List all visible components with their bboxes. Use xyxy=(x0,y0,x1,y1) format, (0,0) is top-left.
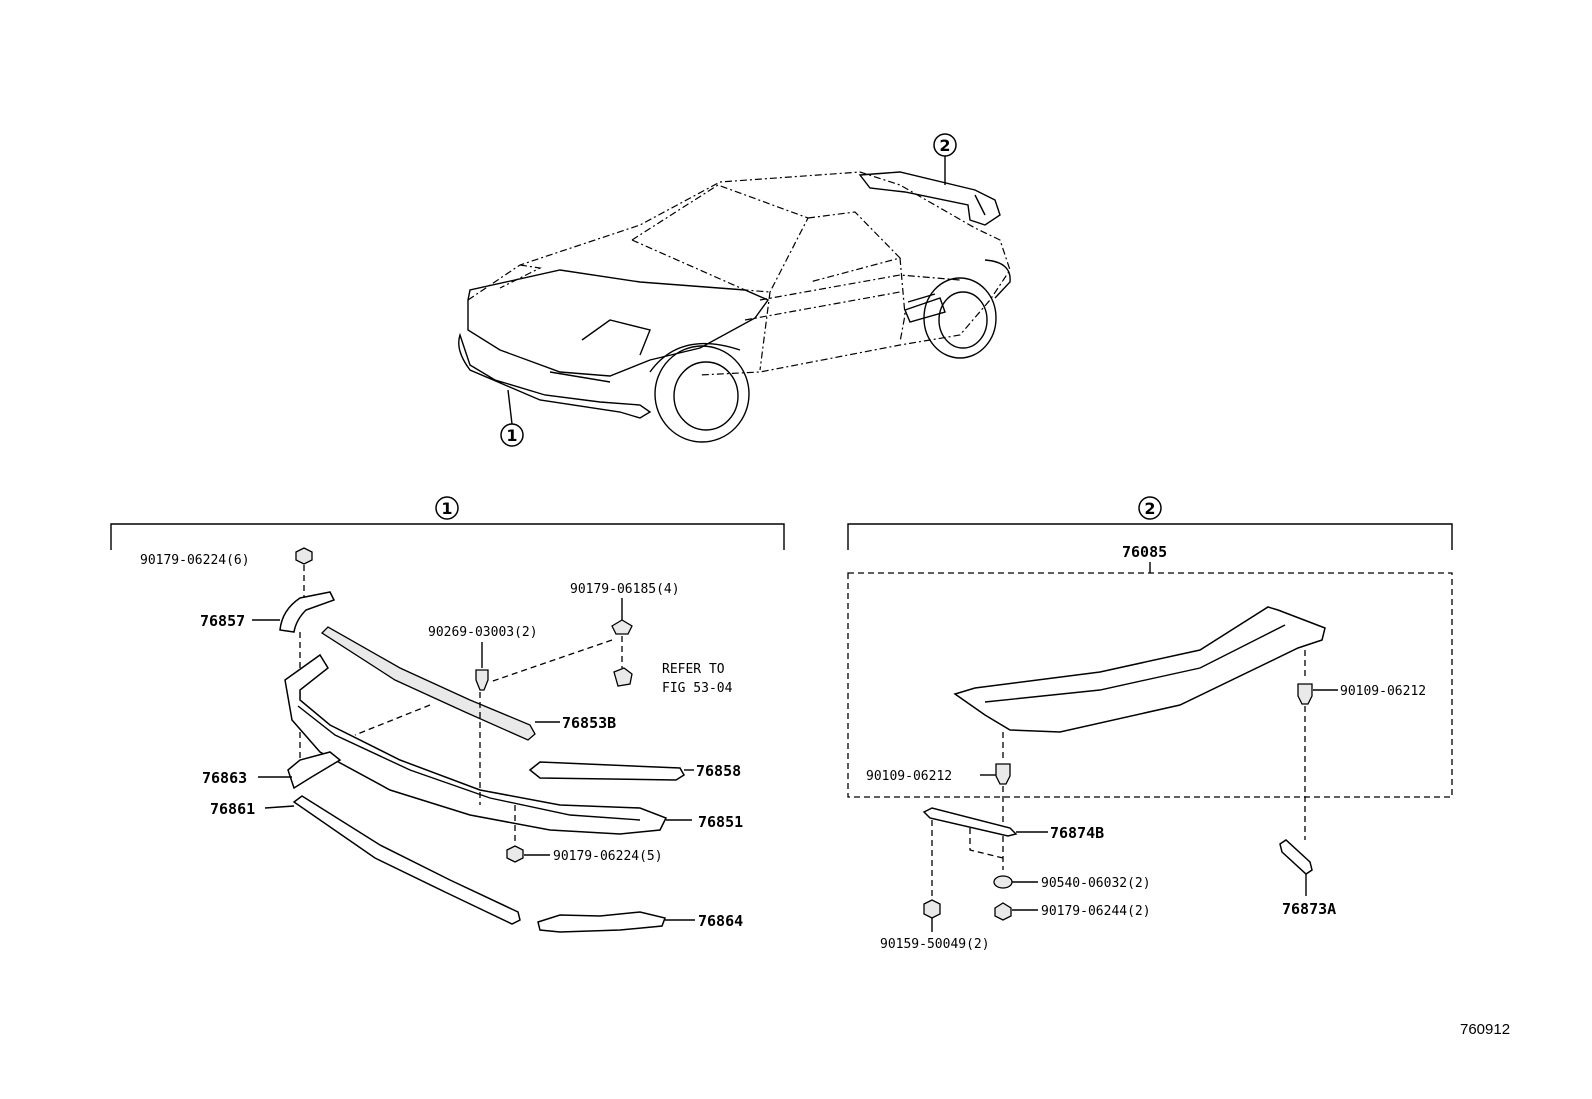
stud-icon xyxy=(995,763,1011,785)
clip-icon xyxy=(611,619,633,635)
part-label-76851: 76851 xyxy=(698,813,743,831)
callout-1-circle xyxy=(500,423,524,447)
part-label-90179-06244-2: 90179-06244(2) xyxy=(1041,904,1151,919)
refer-note-line-1: REFER TO xyxy=(662,662,725,677)
stud-icon xyxy=(1297,683,1313,705)
rear-spoiler-assembly xyxy=(847,562,1453,932)
front-spoiler-assembly xyxy=(252,547,695,933)
group-1-header: 1 xyxy=(110,496,785,550)
part-label-76873A: 76873A xyxy=(1282,900,1336,918)
callout-1-label: 1 xyxy=(506,426,517,445)
callout-2-label: 2 xyxy=(939,136,950,155)
bracket-76863-shape xyxy=(287,751,342,790)
group-2-header: 2 xyxy=(847,496,1453,550)
figure-number: 760912 xyxy=(1460,1021,1510,1038)
nut-icon xyxy=(295,547,313,565)
lower-lip-76861-shape xyxy=(292,795,521,925)
part-label-90269-03003-2: 90269-03003(2) xyxy=(428,625,538,640)
callout-2-circle xyxy=(933,133,957,157)
part-label-76863: 76863 xyxy=(202,769,247,787)
bolt-icon xyxy=(923,899,941,919)
part-label-76861: 76861 xyxy=(210,800,255,818)
bolt-icon xyxy=(475,669,489,691)
part-label-90159-50049-2: 90159-50049(2) xyxy=(880,937,990,952)
part-label-90179-06224-5: 90179-06224(5) xyxy=(553,849,663,864)
part-label-76874B: 76874B xyxy=(1050,824,1104,842)
nut-icon xyxy=(994,902,1012,921)
washer-icon xyxy=(993,875,1013,889)
part-label-76857: 76857 xyxy=(200,612,245,630)
reinforcement-76853B-shape xyxy=(320,626,536,741)
front-labels: 90179-06224(6) 76857 90179-06185(4) 9026… xyxy=(140,553,743,930)
bracket-76873A-shape xyxy=(1279,839,1313,875)
car-overview: 2 1 xyxy=(458,133,1011,447)
nut-icon xyxy=(506,845,524,863)
rear-spoiler-76085-shape xyxy=(953,606,1326,733)
bracket-76857-shape xyxy=(279,591,336,633)
part-label-76085: 76085 xyxy=(1122,543,1167,561)
molding-76864-shape xyxy=(537,911,667,933)
part-label-76853B: 76853B xyxy=(562,714,616,732)
refer-note-line-2: FIG 53-04 xyxy=(662,681,733,696)
part-label-90109-06212-left: 90109-06212 xyxy=(866,769,952,784)
part-label-76858: 76858 xyxy=(696,762,741,780)
molding-76858-shape xyxy=(528,761,686,781)
group-2-number: 2 xyxy=(1144,499,1155,518)
part-label-90540-06032-2: 90540-06032(2) xyxy=(1041,876,1151,891)
part-label-90109-06212-right: 90109-06212 xyxy=(1340,684,1426,699)
group-1-number: 1 xyxy=(441,499,452,518)
part-label-76864: 76864 xyxy=(698,912,743,930)
part-label-90179-06224-6: 90179-06224(6) xyxy=(140,553,250,568)
bracket-76874B-shape xyxy=(922,807,1018,837)
part-label-90179-06185-4: 90179-06185(4) xyxy=(570,582,680,597)
front-spoiler-76851-shape xyxy=(284,653,668,835)
fastener-icon xyxy=(613,667,633,687)
assembly-76085-box xyxy=(847,572,1453,798)
rear-labels: 76085 90109-06212 90109-06212 76874B 905… xyxy=(866,543,1426,952)
